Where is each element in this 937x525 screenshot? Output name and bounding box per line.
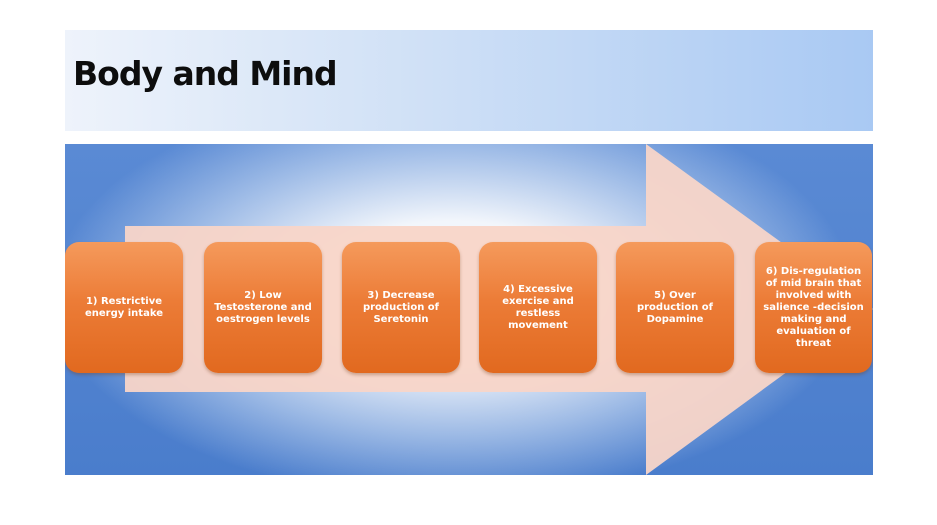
step-4-box: 4) Excessive exercise and restless movem… <box>479 242 597 373</box>
step-1-box: 1) Restrictive energy intake <box>65 242 183 373</box>
step-2-label: 2) Low Testosterone and oestrogen levels <box>214 289 312 325</box>
step-3-box: 3) Decrease production of Seretonin <box>342 242 460 373</box>
step-1-label: 1) Restrictive energy intake <box>84 295 163 319</box>
step-3-label: 3) Decrease production of Seretonin <box>362 289 440 325</box>
slide-title: Body and Mind <box>73 54 338 93</box>
step-2-box: 2) Low Testosterone and oestrogen levels <box>204 242 322 373</box>
title-band: Body and Mind <box>65 30 873 131</box>
step-5-box: 5) Over production of Dopamine <box>616 242 734 373</box>
step-4-label: 4) Excessive exercise and restless movem… <box>502 283 574 331</box>
process-arrow-graphic <box>125 144 873 475</box>
step-5-label: 5) Over production of Dopamine <box>636 289 714 325</box>
step-6-box: 6) Dis-regulation of mid brain that invo… <box>755 242 872 373</box>
step-6-label: 6) Dis-regulation of mid brain that invo… <box>763 265 864 349</box>
process-diagram-panel: 1) Restrictive energy intake 2) Low Test… <box>65 144 873 475</box>
